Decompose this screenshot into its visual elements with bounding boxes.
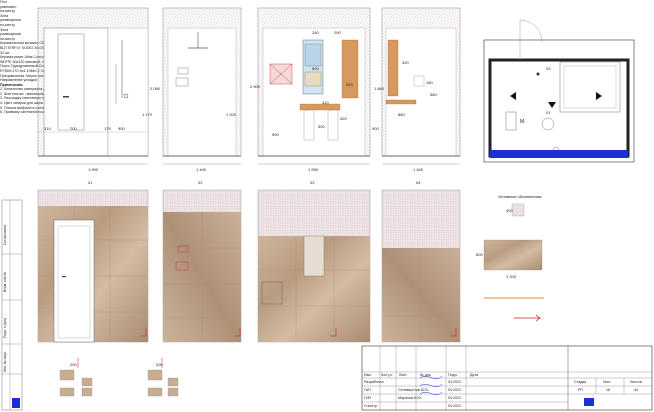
tb-h-doc: № док.	[420, 373, 432, 377]
tile-zone-label-2: Зона размещения по-месту	[0, 27, 21, 41]
tb-h-izm: Изм.	[364, 373, 372, 377]
tb-date-3: 04.2022	[448, 396, 461, 400]
elev3-d: 2 900	[250, 84, 261, 89]
tb-stage: РП	[578, 388, 583, 392]
legend-porcelain-dim-h: 600	[476, 252, 483, 257]
legend-title: Условные обозначения:	[498, 194, 543, 199]
elevation-4	[381, 7, 461, 165]
tb-sheet: 16	[606, 388, 610, 392]
elev1-dim-left: 310	[44, 126, 51, 131]
legend-direction-arrow	[514, 314, 541, 322]
tb-date-4: 04.2022	[448, 404, 461, 408]
tb-h-sign: Подп.	[448, 373, 458, 377]
elev2-dim: 1 440	[196, 167, 207, 172]
elev2-dim-h: 1 200	[226, 112, 237, 117]
elev4-e: 1 660	[374, 86, 385, 91]
elev3-top1: 240	[312, 30, 319, 35]
tile-elevation-4	[381, 189, 461, 343]
elev4-dim: 1 440	[413, 167, 424, 172]
elev3-c: 410	[322, 100, 329, 105]
tb-role-2: ГАП	[364, 388, 371, 392]
elev4-c: 560	[430, 92, 437, 97]
notes-title: Примечания:	[0, 82, 24, 87]
section-02: 02	[198, 180, 203, 185]
elevation-1	[37, 7, 149, 165]
elev3-e: 900	[272, 132, 279, 137]
small-detail-1	[59, 358, 93, 397]
tile-elevation-2	[162, 189, 242, 343]
elev1-dim-mid: 700	[70, 126, 77, 131]
tb-sheet-label: Лист	[603, 380, 611, 384]
section-01: 01	[88, 180, 93, 185]
tb-name-2: Селиверстов Ю.В.	[398, 388, 429, 392]
section-04: 04	[416, 180, 421, 185]
tb-date-2: 04.2022	[448, 388, 461, 392]
stamp-inv-orig: Инв. № подл.	[3, 350, 7, 372]
elev3-b: 220	[346, 82, 353, 87]
elevation-2	[162, 7, 242, 165]
plan-m: M.	[520, 119, 526, 125]
tile-elevation-3	[257, 189, 371, 343]
stamp-inv-replace: Взам. инв.№	[3, 271, 7, 292]
elev3-f: 500	[318, 124, 325, 129]
side-stamp	[1, 199, 23, 411]
elev3-note: Пол равномен по-месту	[0, 0, 17, 14]
tb-stage-label: Стадия	[574, 380, 587, 384]
tile-zone-label: Зона размещения по-месту	[0, 13, 21, 27]
elev1-dim: 1 990	[88, 167, 99, 172]
tb-date-1: 04.2022	[448, 380, 461, 384]
notes-line-2: 2. Шов плитки - минимальный.	[0, 91, 52, 96]
tb-role-4: Н.контр.	[364, 404, 378, 408]
section-03: 03	[310, 180, 315, 185]
small-detail-b: 200	[156, 362, 163, 367]
elev1-dim-right: 175	[104, 126, 111, 131]
elev3-a: 500	[312, 66, 319, 71]
elev4-d: 880	[398, 112, 405, 117]
elev4-b: 160	[426, 80, 433, 85]
legend-direction-text: Направление укладки	[0, 78, 37, 83]
small-detail-a: 200	[70, 362, 77, 367]
stamp-sign-date: Подп. и дата	[3, 318, 7, 338]
elevation-3	[257, 7, 371, 165]
plan-code-1: 01	[546, 110, 551, 115]
elev1-dim-h1: 2 080	[150, 86, 161, 91]
tb-role-3: ГИП	[364, 396, 372, 400]
tile-elevation-1	[37, 189, 149, 343]
elev3-g: 320	[340, 116, 347, 121]
floor-plan	[483, 19, 635, 163]
tb-name-3: Миронов И.Ю.	[398, 396, 423, 400]
legend-mosaic-swatch	[511, 203, 525, 217]
elev3-dim: 1 990	[308, 167, 319, 172]
plan-code-2: 03	[546, 66, 551, 71]
elev1-dim-right2: 900	[118, 126, 125, 131]
tb-h-list: Лист	[399, 373, 407, 377]
small-detail-2	[147, 358, 179, 397]
tb-sheets-label: Листов	[630, 380, 642, 384]
elev4-a: 320	[402, 60, 409, 65]
elev1-dim-h2: 1 170	[142, 112, 153, 117]
tb-role-1: Разработал	[364, 380, 384, 384]
stamp-agreed: Согласовано	[3, 224, 7, 245]
tb-h-date: Дата	[470, 373, 478, 377]
elev3-top2: 290	[334, 30, 341, 35]
legend-porcelain-dim-w: 1 200	[506, 274, 517, 279]
title-block	[361, 345, 653, 411]
legend-porcelain-swatch	[483, 239, 543, 271]
tb-sheets: 44	[634, 388, 638, 392]
elev4-f: 900	[372, 126, 379, 131]
legend-mosaic-dim: 300	[506, 208, 513, 213]
tb-h-kol: Кол.уч.	[381, 373, 393, 377]
